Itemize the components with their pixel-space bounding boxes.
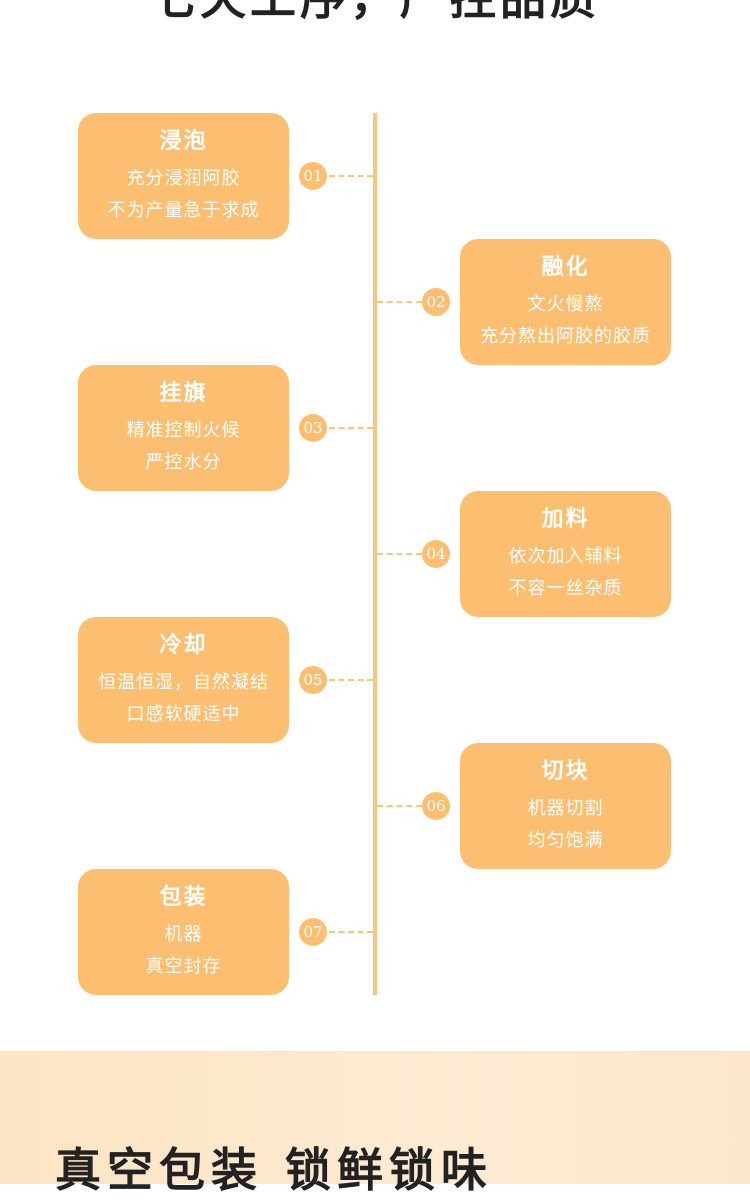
step-desc: 精准控制火候 — [126, 420, 241, 441]
dashed-connector — [329, 679, 373, 681]
step-number-badge: 03 — [299, 414, 327, 442]
dashed-connector — [377, 553, 422, 555]
step-desc: 机器切割 — [527, 798, 604, 819]
step-number-badge: 07 — [299, 918, 327, 946]
dashed-connector — [377, 805, 422, 807]
step-desc: 充分浸润阿胶 — [126, 168, 241, 189]
step-title: 切块 — [541, 759, 590, 784]
step-desc: 恒温恒湿，自然凝结 — [98, 672, 269, 693]
step-card-soak: 浸泡 充分浸润阿胶 不为产量急于求成 — [78, 113, 289, 239]
step-card-flag: 挂旗 精准控制火候 严控水分 — [78, 365, 289, 491]
step-desc: 不为产量急于求成 — [107, 200, 260, 221]
step-card-melt: 融化 文火慢熬 充分熬出阿胶的胶质 — [460, 239, 671, 365]
step-card-cool: 冷却 恒温恒湿，自然凝结 口感软硬适中 — [78, 617, 289, 743]
step-title: 挂旗 — [159, 381, 208, 406]
step-desc: 机器 — [164, 924, 203, 945]
step-desc: 口感软硬适中 — [126, 704, 241, 725]
step-desc: 真空封存 — [145, 956, 222, 977]
step-desc: 文火慢熬 — [527, 294, 604, 315]
step-number-badge: 06 — [422, 792, 450, 820]
step-title: 冷却 — [159, 633, 208, 658]
step-title: 包装 — [159, 885, 208, 910]
step-number-badge: 05 — [299, 666, 327, 694]
packaging-banner — [0, 1051, 750, 1184]
step-card-cut: 切块 机器切割 均匀饱满 — [460, 743, 671, 869]
step-desc: 严控水分 — [145, 452, 222, 473]
step-card-pack: 包装 机器 真空封存 — [78, 869, 289, 995]
step-title: 浸泡 — [159, 129, 208, 154]
timeline-line — [373, 113, 377, 995]
packaging-heading: 真空包装 锁鲜锁味 — [55, 1143, 494, 1197]
dashed-connector — [377, 301, 422, 303]
step-title: 加料 — [541, 507, 590, 532]
step-desc: 均匀饱满 — [527, 830, 604, 851]
dashed-connector — [329, 427, 373, 429]
step-number-badge: 04 — [422, 540, 450, 568]
step-number-badge: 02 — [422, 288, 450, 316]
dashed-connector — [329, 175, 373, 177]
step-title: 融化 — [541, 255, 590, 280]
step-card-ingredients: 加料 依次加入辅料 不容一丝杂质 — [460, 491, 671, 617]
step-desc: 充分熬出阿胶的胶质 — [480, 326, 651, 347]
step-desc: 不容一丝杂质 — [508, 578, 623, 599]
step-number-badge: 01 — [299, 162, 327, 190]
process-heading: 七天工序，严控品质 — [0, 0, 750, 28]
step-desc: 依次加入辅料 — [508, 546, 623, 567]
dashed-connector — [329, 931, 373, 933]
